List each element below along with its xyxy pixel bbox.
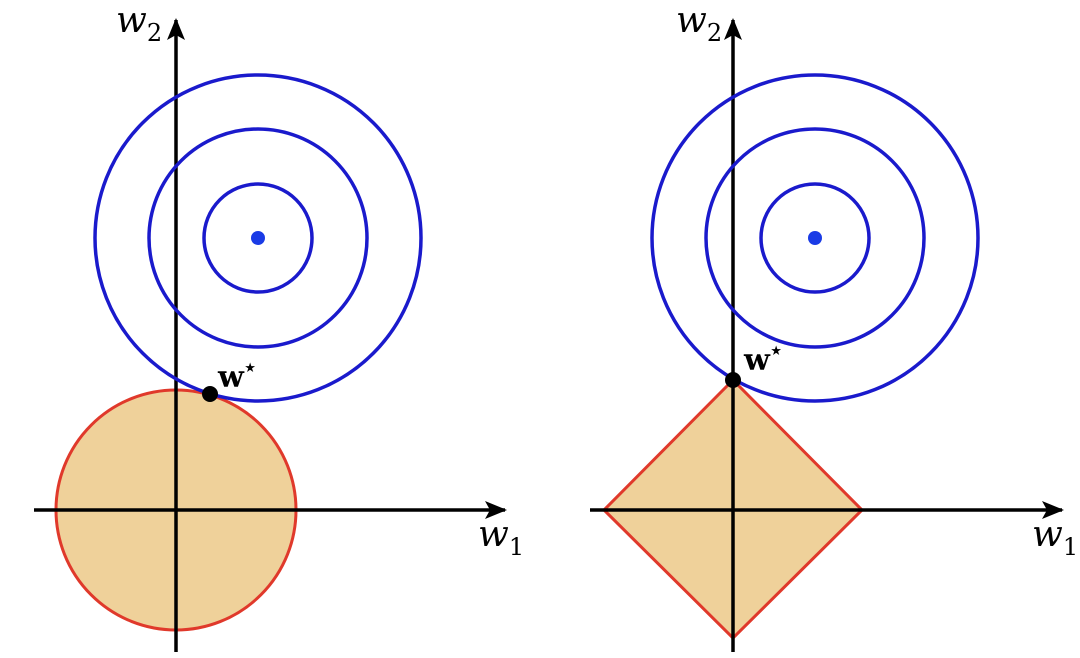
contour-center-dot [808,231,822,245]
contour-outer [93,73,423,403]
contour-inner [759,182,871,294]
contour-middle [704,127,926,349]
contour-group [93,73,423,403]
optimum-label: w⋆ [743,338,782,378]
panel-l2: w⋆ w2 w1 [34,0,524,652]
axis-x-label: w1 [1032,514,1078,561]
contour-center-dot [251,231,265,245]
axis-y-label: w2 [676,0,722,47]
contour-inner [202,182,314,294]
axis-y-label: w2 [116,0,162,47]
axis-x-label: w1 [478,514,524,561]
optimum-label: w⋆ [217,355,256,395]
contour-group [650,73,980,403]
optimum-point [202,386,218,402]
panel-l1: w⋆ w2 w1 [590,0,1078,652]
contour-middle [147,127,369,349]
contour-outer [650,73,980,403]
optimum-point [725,372,741,388]
